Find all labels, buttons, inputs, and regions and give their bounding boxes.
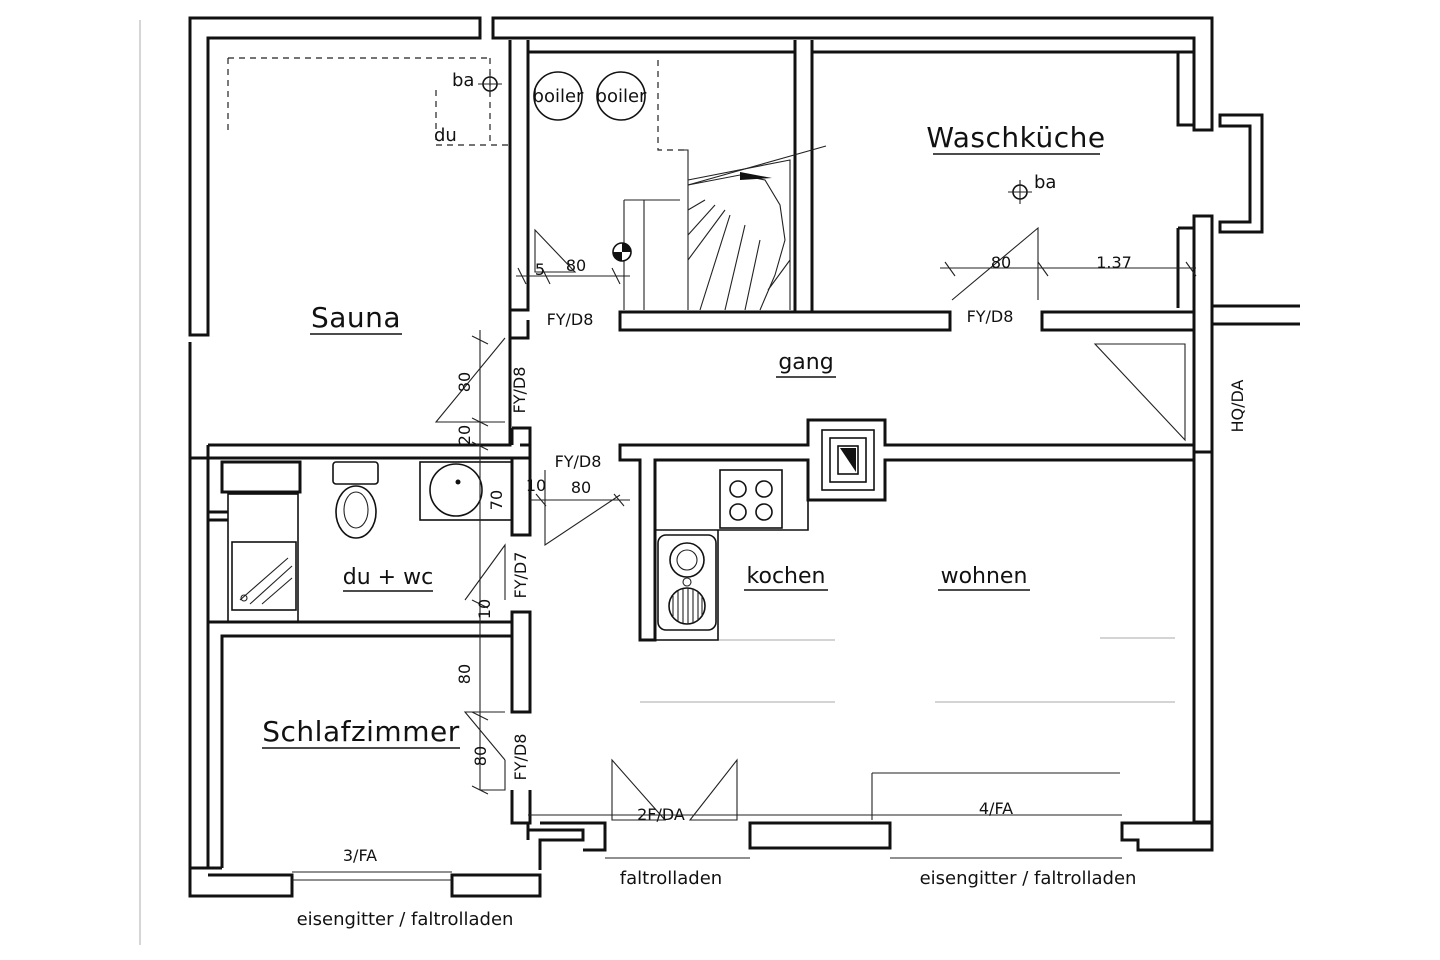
- door-tag-schlaf: FY/D8: [511, 734, 530, 781]
- waschkueche-ba-label: ba: [1034, 172, 1056, 193]
- note-faltrolladen-mid: faltrolladen: [620, 868, 722, 889]
- washbasin-icon: [419, 461, 513, 521]
- staircase: [623, 60, 827, 311]
- toilet-icon: [332, 461, 379, 539]
- kitchen-sink-icon: [657, 534, 717, 631]
- window-tag-2fda: 2F/DA: [637, 805, 685, 824]
- room-labels: Sauna Waschküche gang du + wc kochen woh…: [262, 121, 1105, 749]
- dim-20: 20: [455, 425, 474, 445]
- floor-drain-icon: [612, 242, 632, 262]
- sauna-ba-label: ba: [452, 70, 474, 91]
- window-tag-3fa: 3/FA: [343, 846, 377, 865]
- waschkueche-drain: ba: [1008, 172, 1056, 204]
- sauna-shower-area: ba du: [227, 57, 510, 146]
- room-label-wohnen: wohnen: [941, 564, 1028, 589]
- dimension-labels: 5 80 80 1.37 80 20 10 80 70 10 80 80: [455, 253, 1132, 766]
- dimension-lines: [471, 261, 1197, 795]
- dim-80-schlaf2: 80: [471, 746, 490, 766]
- boiler-1-label: boiler: [533, 86, 585, 107]
- dim-80-schlaf: 80: [455, 664, 474, 684]
- interior-walls: [206, 40, 1196, 870]
- dim-80-wasch: 80: [991, 253, 1011, 272]
- windows: [292, 814, 1122, 881]
- note-eisengitter-right: eisengitter / faltrolladen: [920, 868, 1137, 889]
- boiler-2-label: boiler: [596, 86, 648, 107]
- notes: eisengitter / faltrolladen faltrolladen …: [297, 868, 1137, 930]
- door-tags: FY/D8 FY/D8 FY/D8 FY/D8 FY/D7 FY/D8 HQ/D…: [510, 307, 1247, 780]
- dim-70: 70: [487, 490, 506, 510]
- door-tag-stair: FY/D8: [547, 310, 594, 329]
- window-tags: 3/FA 2F/DA 4/FA: [343, 799, 1013, 865]
- door-tag-gang: FY/D8: [555, 452, 602, 471]
- stove-icon: [719, 469, 783, 529]
- chimney-icon: [821, 429, 875, 491]
- dim-10b: 10: [475, 599, 494, 619]
- room-label-du-wc: du + wc: [343, 565, 433, 590]
- kitchen-counter: [655, 500, 809, 641]
- door-tag-hq-da: HQ/DA: [1228, 379, 1247, 432]
- sauna-du-label: du: [434, 125, 457, 146]
- fixtures: boiler boiler ba du ba: [227, 57, 1056, 641]
- door-tag-fy-d7: FY/D7: [511, 552, 530, 599]
- dim-10: 10: [526, 476, 546, 495]
- boiler-2: boiler: [596, 71, 648, 121]
- room-label-gang: gang: [778, 350, 833, 375]
- door-swings: [434, 226, 1186, 821]
- door-tag-sauna: FY/D8: [510, 367, 529, 414]
- window-tag-4fa: 4/FA: [979, 799, 1013, 818]
- room-label-sauna: Sauna: [311, 301, 401, 334]
- note-eisengitter-left: eisengitter / faltrolladen: [297, 909, 514, 930]
- shower-tray-icon: [227, 493, 299, 623]
- outer-walls: [188, 16, 1300, 898]
- dim-137: 1.37: [1096, 253, 1132, 272]
- room-label-schlafzimmer: Schlafzimmer: [262, 715, 459, 748]
- boiler-1: boiler: [533, 71, 585, 121]
- dim-5: 5: [535, 260, 545, 279]
- door-tag-wasch: FY/D8: [967, 307, 1014, 326]
- dim-80-sauna: 80: [455, 372, 474, 392]
- dim-80-gang: 80: [571, 478, 591, 497]
- room-label-kochen: kochen: [747, 564, 826, 589]
- dim-80-stair: 80: [566, 256, 586, 275]
- room-label-waschkueche: Waschküche: [926, 121, 1105, 154]
